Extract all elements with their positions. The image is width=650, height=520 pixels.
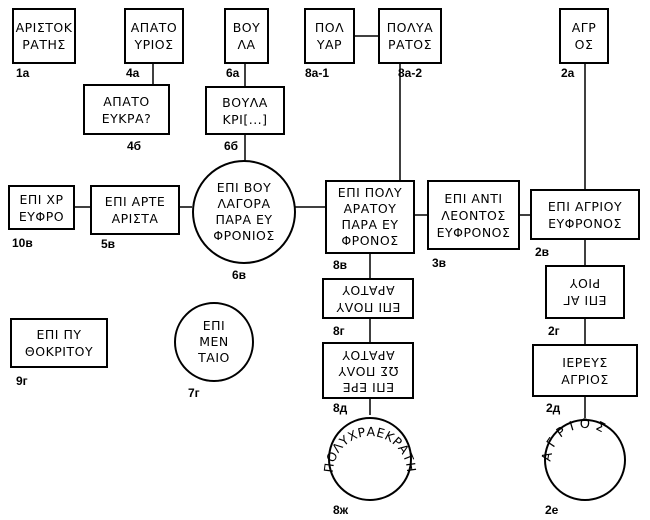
stamp-line: ΕΠΙ ΒΟΥ [216,180,272,195]
stamp-line: ΥΡΙΟΣ [134,37,174,52]
stamp-line: ΑΡΙΣΤΟΚ [15,20,73,35]
stamp-line: ΤΑΙΟ [198,350,230,365]
stamp-line: ΕΠΙ ΕΡΕ [342,379,394,395]
stamp-line: ΕΠΙ ΠΥ [36,327,82,342]
stamp-2e: ΑΓΡΙΟΣ [540,417,626,501]
node-label: 8а-2 [398,66,423,80]
stamp-line: ΑΓΡΙΟΣ [561,371,609,387]
stamp-8a-1: ΠΟΛ ΥΑΡ [304,8,355,64]
node-label: 8д [333,401,348,415]
stamp-line: ΩΣ ΠΟΛΥ [337,363,399,379]
stamp-line: ΑΡΑΤΟΥ [341,282,395,298]
node-label: 9г [16,374,28,388]
node-label: 6а [226,66,240,80]
stamp-line: ΡΑΤΟΣ [388,37,432,52]
node-label: 10в [12,236,33,250]
node-label: 2а [561,66,575,80]
node-label: 6в [232,268,247,282]
node-label: 2в [535,245,550,259]
node-label: 3в [432,256,447,270]
stamp-line: ΑΠΑΤΟ [130,20,178,35]
stamp-line: ΘΟΚΡΙΤΟΥ [24,344,94,359]
stamp-line: ΑΓΡ [571,20,597,35]
stamp-8zh: ΠΟΛΥΧΡΑΕΚΡΑΤΗΣ [318,413,419,501]
stamp-line: ΛΑΓΟΡΑ [217,196,271,211]
stamp-1a: ΑΡΙΣΤΟΚ ΡΑΤΗΣ [12,8,76,64]
stamp-9g: ΕΠΙ ΠΥ ΘΟΚΡΙΤΟΥ [10,318,108,368]
inverted-inscription: ΕΠΙ ΕΡΕ ΩΣ ΠΟΛΥ ΑΡΑΤΟΥ [338,347,398,395]
node-label: 7г [188,386,200,400]
stamp-line: ΚΡΙ[...] [222,111,268,127]
stamp-line: ΦΡΟΝΙΟΣ [213,228,275,243]
stamp-3v: ΕΠΙ ΑΝΤΙ ΛΕΟΝΤΟΣ ΕΥΦΡΟΝΟΣ [427,180,520,250]
node-label: 4а [126,66,140,80]
stamp-6a: ΒΟΥ ΛΑ [224,8,269,64]
inverted-inscription: ΕΠΙ ΑΓ ΡΙΟΥ [563,275,606,309]
stamp-line: ΡΙΟΥ [569,276,601,291]
stamp-line: ΕΠΙ [202,318,226,333]
stamp-line: ΕΠΙ ΑΓ [563,293,607,308]
stamp-2d: ΙΕΡΕΥΣ ΑΓΡΙΟΣ [532,344,638,397]
stamp-line: ΕΥΦΡΟ [18,208,65,224]
stamp-line: ΜΕΝ [199,334,229,349]
stamp-line: ΕΠΙ ΠΟΛΥ [337,185,403,200]
node-label: 6б [224,139,239,153]
node-label: 5в [101,237,116,251]
inverted-inscription: ΕΠΙ ΠΟΛΥ ΑΡΑΤΟΥ [336,282,400,316]
stamp-2a: ΑΓΡ ΟΣ [559,8,609,64]
stamp-line: ΛΕΟΝΤΟΣ [441,207,506,223]
stamp-4a: ΑΠΑΤΟ ΥΡΙΟΣ [124,8,184,64]
node-label: 1а [16,66,30,80]
stamp-line: ΦΡΟΝΟΣ [341,233,399,248]
stamp-4b: ΑΠΑΤΟ ΕΥΚΡΑ? [83,84,170,135]
stamp-8d: ΕΠΙ ΕΡΕ ΩΣ ΠΟΛΥ ΑΡΑΤΟΥ [322,342,414,399]
stamp-line: ΠΑΡΑ ΕΥ [215,212,273,227]
node-label: 2е [545,503,559,517]
stamp-line: ΕΥΚΡΑ? [101,110,152,126]
stamp-2g: ΕΠΙ ΑΓ ΡΙΟΥ [545,265,625,319]
stamp-line: ΑΡΑΤΟΥ [341,347,395,363]
stamp-line: ΕΥΦΡΟΝΟΣ [548,215,622,231]
stamp-line: ΑΡΙΣΤΑ [111,211,159,226]
stamp-8g: ΕΠΙ ΠΟΛΥ ΑΡΑΤΟΥ [322,278,414,319]
stamp-10v: ΕΠΙ ΧΡ ΕΥΦΡΟ [8,185,75,230]
stamp-line: ΑΡΑΤΟΥ [343,201,397,216]
stamp-6v: ΕΠΙ ΒΟΥ ΛΑΓΟΡΑ ΠΑΡΑ ΕΥ ΦΡΟΝΙΟΣ [192,160,296,264]
stamp-8v: ΕΠΙ ΠΟΛΥ ΑΡΑΤΟΥ ΠΑΡΑ ΕΥ ΦΡΟΝΟΣ [325,180,415,254]
node-label: 4б [127,139,142,153]
stamp-line: ΕΠΙ ΧΡ [19,191,64,207]
stamp-line: ΕΠΙ ΠΟΛΥ [335,299,401,315]
node-label: 8г [333,324,345,338]
stamp-line: ΕΠΙ ΑΓΡΙΟΥ [547,198,623,214]
stamp-5v: ΕΠΙ ΑΡΤΕ ΑΡΙΣΤΑ [90,185,180,235]
stamp-line: ΛΑ [237,37,256,52]
stamp-line: ΕΠΙ ΑΝΤΙ [444,190,503,206]
node-label: 8в [333,258,348,272]
stamp-line: ΒΟΥΛΑ [222,94,268,110]
stamp-line: ΙΕΡΕΥΣ [562,354,608,370]
stamp-8a-2: ΠΟΛΥΑ ΡΑΤΟΣ [378,8,442,64]
stamp-line: ΥΑΡ [316,37,343,52]
node-label: 8ж [333,503,349,517]
stamp-7g: ΕΠΙ ΜΕΝ ΤΑΙΟ [174,302,254,382]
stamp-line: ΟΣ [574,37,594,52]
stamp-6b: ΒΟΥΛΑ ΚΡΙ[...] [205,86,285,135]
node-label: 8а-1 [305,66,330,80]
stamp-line: ΒΟΥ [232,20,261,35]
stamp-line: ΠΟΛΥΑ [386,20,434,35]
stamp-line: ΠΑΡΑ ΕΥ [341,217,399,232]
stamp-line: ΡΑΤΗΣ [22,37,66,52]
stamp-2v: ΕΠΙ ΑΓΡΙΟΥ ΕΥΦΡΟΝΟΣ [530,189,640,240]
stamp-line: ΠΟΛ [314,20,345,35]
stamp-line: ΕΠΙ ΑΡΤΕ [104,194,166,209]
node-label: 2г [548,324,560,338]
node-label: 2д [546,401,561,415]
stamp-line: ΕΥΦΡΟΝΟΣ [436,224,511,240]
stamp-line: ΑΠΑΤΟ [103,93,150,109]
